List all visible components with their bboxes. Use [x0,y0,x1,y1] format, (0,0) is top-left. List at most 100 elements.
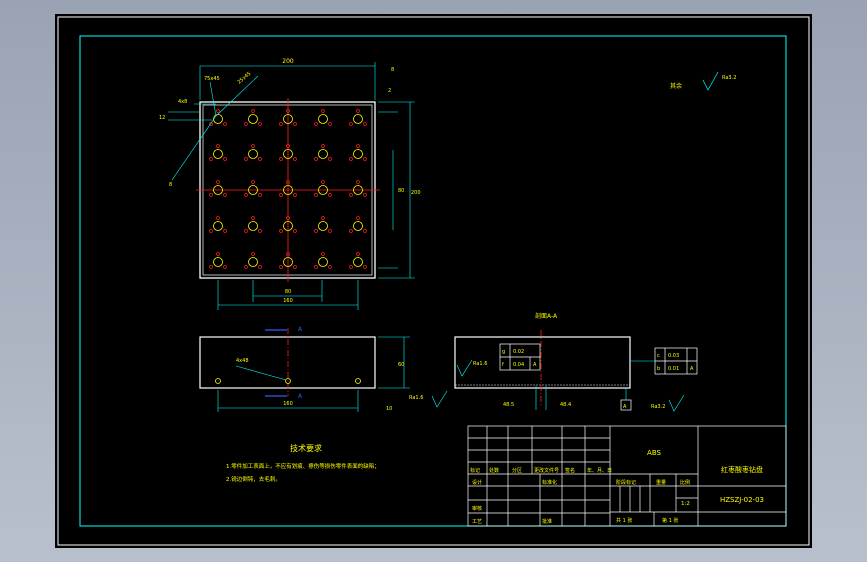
dim-small-left-2: 12 [159,115,165,121]
surface-symbol-3 [668,394,685,412]
tolerance-left: g 0.02 f 0.04 A [499,343,541,371]
surface-symbol-2 [431,390,448,408]
front-view: 4x48 A A 160 60 10 [199,326,410,412]
tb-drawing-no: HZSZJ-02-03 [720,496,764,504]
tol-left-val-1: 0.02 [513,349,524,355]
surface-symbol-1 [456,359,473,377]
tb-row-label-5: 签名 [565,467,575,474]
tb-review: 审核 [472,505,482,512]
tech-req-line-1: 1.零件加工表面上，不应有划痕、擦伤等损伤零件表面的缺陷； [226,462,380,470]
dim-bottom-1: 80 [285,289,291,295]
front-dim-bottom: 160 [283,401,293,407]
sheet-inner-border [79,35,787,527]
roughness-symbol [702,71,719,91]
tol-right-sym-2: b [657,366,660,372]
cad-viewport [55,14,812,548]
hole-5-3 [279,252,297,269]
hole-3-4 [314,180,332,197]
tb-standard: 标准化 [542,479,557,486]
tol-right-sym-1: c [657,353,660,359]
front-hole-right [355,378,361,384]
tb-row-label-6: 年、月、日 [587,467,612,474]
hole-2-1 [209,144,227,161]
surface-label-1: Ra1.6 [473,361,487,367]
hole-1-5 [349,109,367,126]
surface-label-3: Ra3.2 [651,404,665,410]
tb-row-label-2: 处数 [489,467,499,474]
tb-sheet-no: 第 1 张 [662,517,678,524]
hole-5-5 [349,252,367,269]
roughness-note-value: Ra3.2 [722,75,736,81]
hole-2-2 [244,144,262,161]
dim-right-1: 80 [398,188,404,194]
hole-4-4 [314,216,332,233]
front-dim-height: 60 [398,362,404,368]
tol-right-val-2: 0.01 [668,366,679,372]
surface-label-2: Ra1.6 [409,395,423,401]
tech-req-title: 技术要求 [290,443,322,453]
title-block [467,425,787,527]
hole-1-4 [314,109,332,126]
tb-material: ABS [647,449,661,457]
hole-4-2 [244,216,262,233]
front-dim-small: 10 [386,406,392,412]
hole-2-4 [314,144,332,161]
hole-3-5 [349,180,367,197]
section-dim-a: 48.5 [503,402,514,408]
tol-left-sym-1: g [502,349,505,355]
hole-2-3 [279,144,297,161]
tolerance-right: c 0.03 b 0.01 A [630,347,698,375]
section-marker-bottom: A [298,393,303,400]
hole-5-2 [244,252,262,269]
front-hole-left [215,378,221,384]
tech-req-line-2: 2.锐边倒钝，去毛刺。 [226,475,281,483]
dim-right-2: 200 [411,190,421,196]
dim-small-left: 4x8 [178,99,187,105]
tb-process: 工艺 [472,519,482,525]
title-block-text: 标记 处数 分区 更改文件号 签名 年、月、日 设计 标准化 审核 工艺 批准 … [470,449,764,525]
dim-bottom-2: 160 [283,298,293,304]
hole-4-5 [349,216,367,233]
top-view: 200 8 2 80 200 80 160 4x8 12 75x45 25x45… [159,58,421,310]
section-outline [454,336,631,389]
hole-callout: 75x45 [204,76,220,82]
hole-3-2 [244,180,262,197]
sheet-outer-border [57,16,810,546]
tb-scale-label: 比例 [680,479,690,486]
tb-scale: 1:2 [681,501,690,507]
hole-5-1 [209,252,227,269]
section-title: 剖面A-A [535,312,558,320]
tb-approve: 批准 [542,518,552,525]
section-dim-b: 48.4 [560,402,571,408]
hole-1-3 [279,109,297,126]
tb-designer: 设计 [472,479,482,486]
hole-3-3 [279,180,297,197]
tb-row-label-3: 分区 [512,467,522,474]
roughness-note-label: 其余 [670,82,682,90]
hole-4-3 [279,216,297,233]
tol-left-val-2: 0.04 [513,362,524,368]
hole-1-2 [244,109,262,126]
tb-row-label-4: 更改文件号 [534,467,559,474]
hole-2-5 [349,144,367,161]
leader-mark: 8 [169,182,172,188]
front-outline [199,336,376,389]
tol-right-val-1: 0.03 [668,353,679,359]
front-hole-note: 4x48 [236,358,249,364]
hole-4-1 [209,216,227,233]
tb-stage-label: 阶段标记 [616,479,636,486]
tb-part-name: 红枣酸枣钻盘 [721,465,763,474]
tb-weight-label: 重量 [656,479,666,486]
dim-small-right: 2 [388,88,391,94]
roughness-note: 其余 Ra3.2 [670,71,736,91]
section-marker-top: A [298,326,303,333]
section-view: 剖面A-A 48.5 48.4 g 0.02 f 0.04 A c 0.03 [409,312,698,412]
dim-small-topright: 8 [391,67,394,73]
tol-left-sym-2: f [502,362,504,368]
tb-sheet-total: 共 1 张 [616,517,632,524]
front-hole-mid [285,378,291,384]
tol-left-ref: A [533,362,537,368]
datum-label: A [623,404,627,410]
technical-requirements: 技术要求 1.零件加工表面上，不应有划痕、擦伤等损伤零件表面的缺陷； 2.锐边倒… [226,443,380,483]
